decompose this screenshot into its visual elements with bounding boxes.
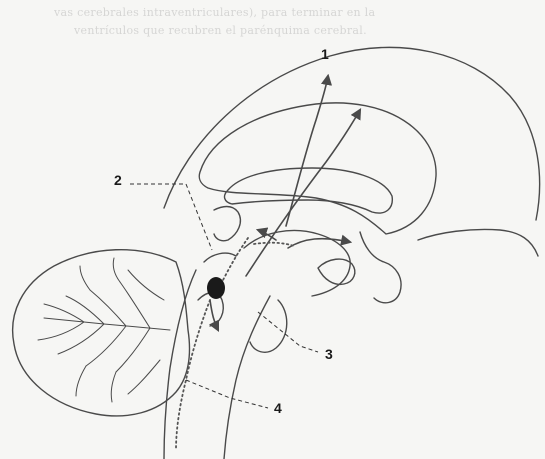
thalamus-contour <box>214 207 240 241</box>
dotted-pathways <box>176 238 294 450</box>
callout-2: 2 <box>114 172 122 188</box>
csf-arrow-right <box>288 239 350 248</box>
lateral-ventricle <box>225 168 393 213</box>
arbor-vitae <box>38 258 170 402</box>
hypothalamus-contour <box>244 230 350 296</box>
aqueduct-channel <box>204 253 236 262</box>
callout-4: 4 <box>274 400 282 416</box>
dotted-third-ventricle <box>254 243 294 246</box>
brainstem-posterior <box>164 270 196 459</box>
hemisphere-outline <box>164 47 540 220</box>
callout-3: 3 <box>325 346 333 362</box>
brainstem-anterior <box>224 296 270 459</box>
dotted-aqueduct <box>220 238 248 286</box>
leader-4 <box>186 380 268 408</box>
csf-arrow-up-1 <box>286 76 328 226</box>
pituitary-stalk <box>360 232 401 303</box>
hemisphere-inner-outline <box>418 229 538 256</box>
leader-2 <box>130 184 212 250</box>
leader-3 <box>258 312 318 352</box>
dark-nucleus <box>207 277 225 299</box>
cerebellum-outline <box>13 250 190 416</box>
dotted-spinal-canal <box>176 300 210 450</box>
csf-arrow-up-2 <box>246 110 360 276</box>
callout-1: 1 <box>321 46 329 62</box>
